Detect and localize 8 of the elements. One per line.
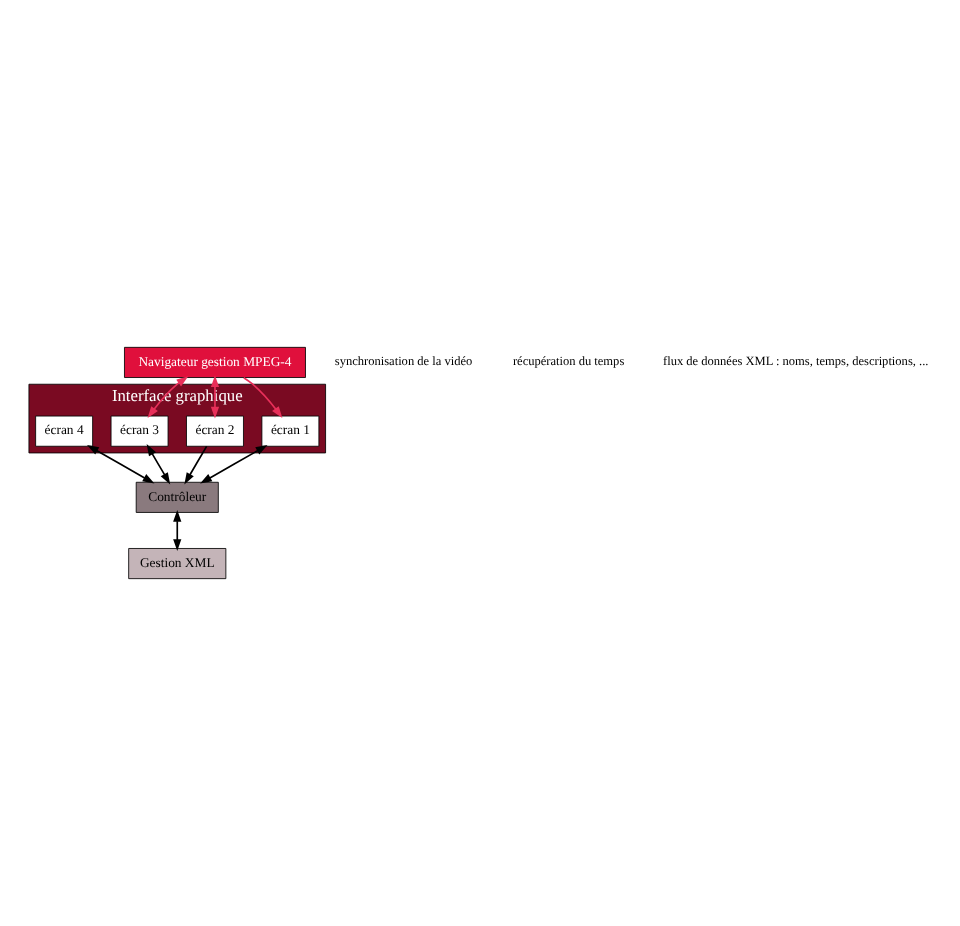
arrow	[200, 445, 268, 484]
arrow	[210, 375, 220, 419]
arrow	[87, 445, 155, 484]
arrow	[146, 444, 171, 485]
arrow	[242, 376, 283, 419]
arrow	[147, 376, 189, 419]
arrow	[173, 509, 182, 551]
arrow	[184, 445, 208, 485]
